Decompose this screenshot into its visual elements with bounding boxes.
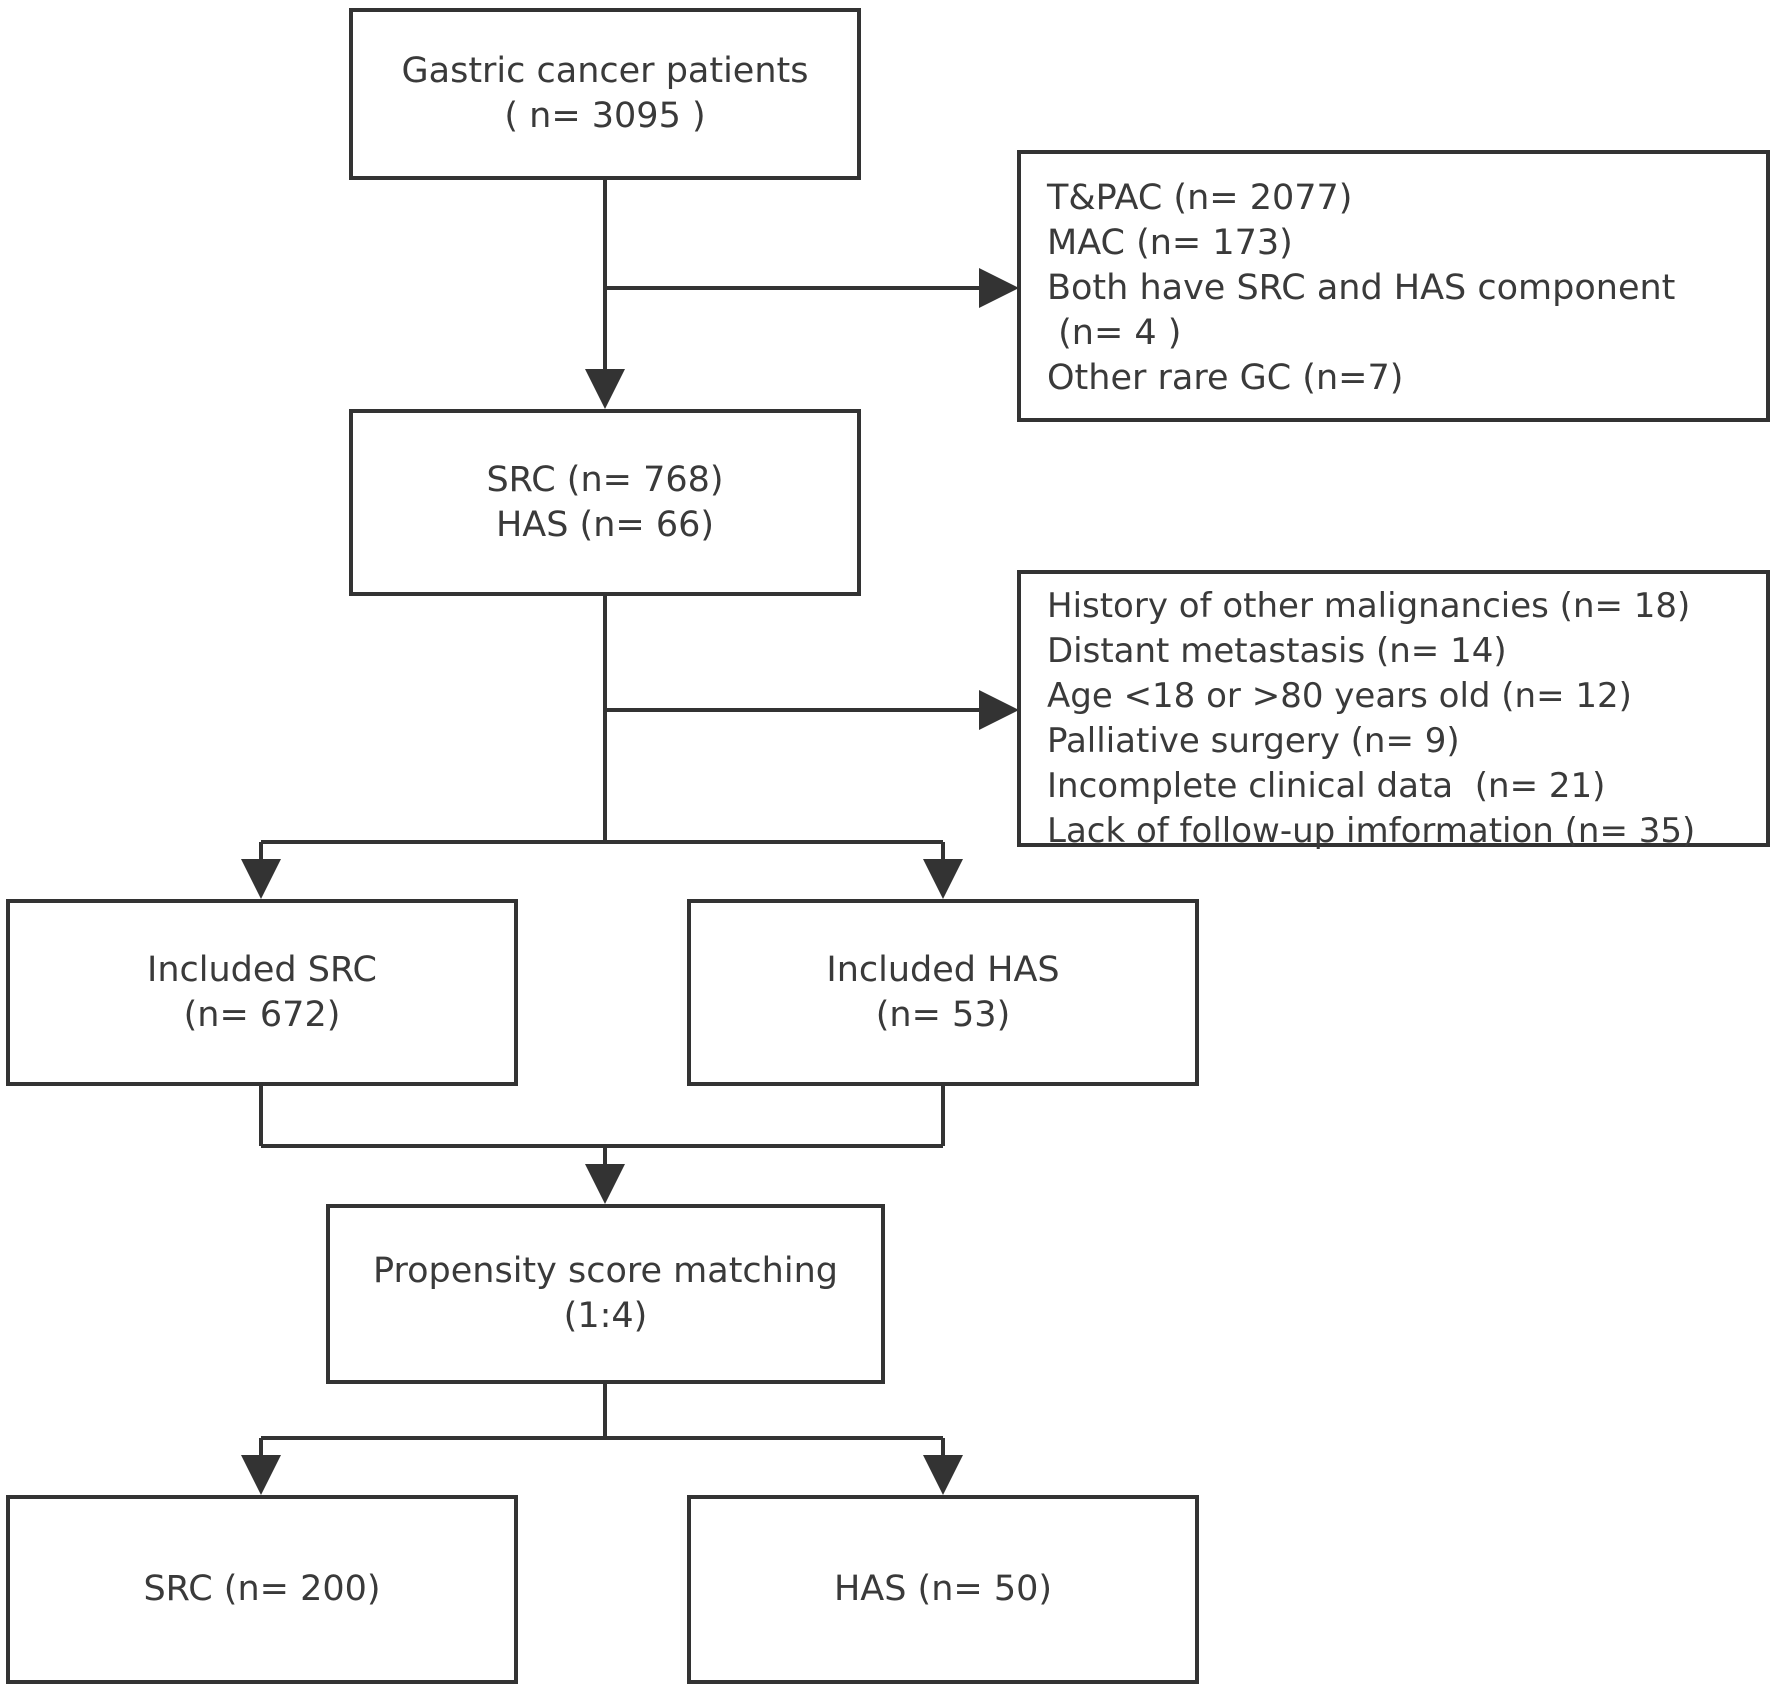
box-src-has: SRC (n= 768) HAS (n= 66) [349,409,861,596]
exclusion-2-item-3: Palliative surgery (n= 9) [1047,721,1460,761]
included-src-count: (n= 672) [183,994,341,1035]
gastric-label: Gastric cancer patients [401,51,809,91]
exclusion-2-item-0: History of other malignancies (n= 18) [1047,586,1691,626]
box-exclusion-1: T&PAC (n= 2077) MAC (n= 173) Both have S… [1017,150,1770,422]
exclusion-1-item-4: Other rare GC (n=7) [1047,358,1404,398]
exclusion-1-item-0: T&PAC (n= 2077) [1047,178,1353,218]
exclusion-2-item-5: Lack of follow-up imformation (n= 35) [1047,811,1696,851]
box-included-src: Included SRC (n= 672) [6,899,518,1086]
box-final-src: SRC (n= 200) [6,1495,518,1684]
exclusion-2-item-2: Age <18 or >80 years old (n= 12) [1047,676,1632,716]
psm-label: Propensity score matching [373,1251,838,1291]
box-included-has: Included HAS (n= 53) [687,899,1199,1086]
exclusion-1-item-2: Both have SRC and HAS component [1047,268,1676,308]
box-gastric-cancer-patients: Gastric cancer patients ( n= 3095 ) [349,8,861,180]
included-has-label: Included HAS [826,949,1060,990]
exclusion-1-item-1: MAC (n= 173) [1047,223,1293,263]
exclusion-2-item-4: Incomplete clinical data (n= 21) [1047,766,1606,806]
psm-ratio: (1:4) [563,1296,648,1336]
exclusion-2-item-1: Distant metastasis (n= 14) [1047,631,1507,671]
box-final-has: HAS (n= 50) [687,1495,1199,1684]
included-src-label: Included SRC [147,949,377,990]
box-propensity-score-matching: Propensity score matching (1:4) [326,1204,885,1384]
src-count: SRC (n= 768) [486,459,724,500]
included-has-count: (n= 53) [875,994,1011,1035]
final-has-count: HAS (n= 50) [833,1569,1053,1609]
has-count: HAS (n= 66) [495,504,715,545]
final-src-count: SRC (n= 200) [143,1569,381,1609]
exclusion-1-item-3: (n= 4 ) [1047,313,1182,353]
box-exclusion-2: History of other malignancies (n= 18) Di… [1017,570,1770,851]
gastric-count: ( n= 3095 ) [504,96,706,136]
